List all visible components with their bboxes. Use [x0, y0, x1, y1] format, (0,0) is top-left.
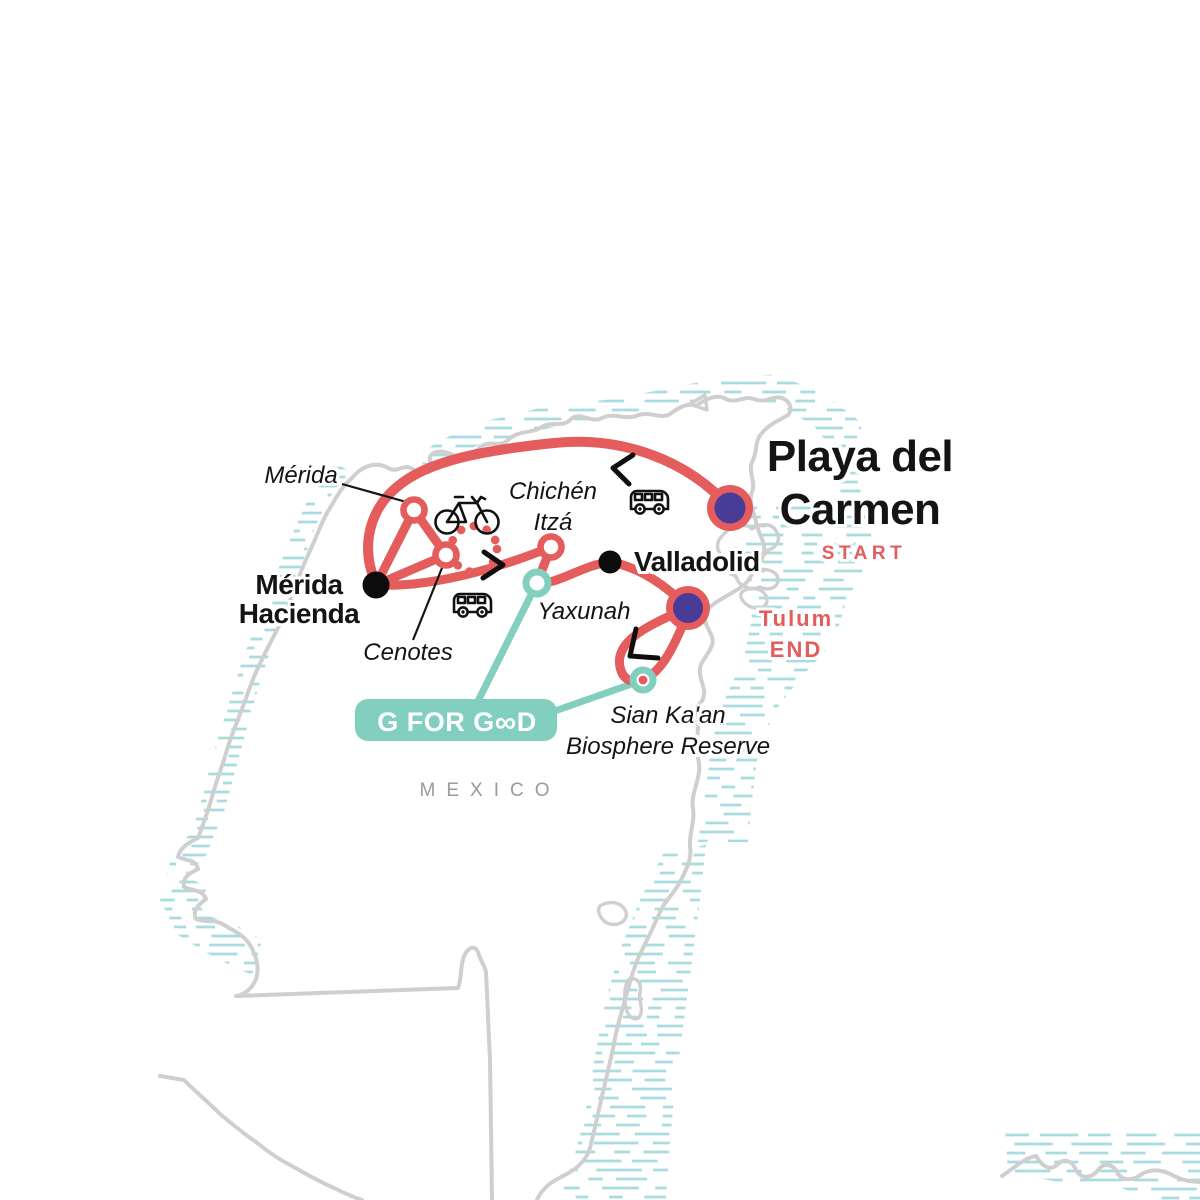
g-for-good-connectors: [475, 579, 647, 716]
label-valladolid: Valladolid: [634, 546, 760, 577]
label-playa-del-carmen-line1: Playa del: [766, 432, 954, 481]
label-sian-kaan-line2: Biosphere Reserve: [565, 733, 771, 760]
leader-merida: [341, 482, 411, 505]
marker-valladolid: [598, 550, 622, 574]
direction-arrow-icon: [480, 549, 506, 581]
label-merida: Mérida: [264, 462, 338, 489]
label-sian-kaan-line1: Sian Ka'an: [610, 702, 726, 729]
marker-merida: [400, 496, 428, 524]
direction-arrows: [480, 452, 661, 661]
lagoon-northeast: [715, 523, 781, 591]
coastline-gulf-west: [176, 476, 354, 998]
water-hatch-southeast: [1005, 1133, 1200, 1200]
coastline-southeast: [1000, 1154, 1200, 1184]
direction-arrow-icon: [627, 626, 661, 661]
marker-yaxunah: [522, 568, 552, 598]
end-tag: END: [769, 637, 823, 662]
marker-merida-hacienda: [362, 571, 390, 599]
marker-cenotes: [432, 541, 460, 569]
label-chichen-line1: Chichén: [508, 478, 598, 505]
route-hacienda-to-chichen: [371, 542, 556, 590]
g-for-good-prefix: G FOR G: [377, 707, 495, 737]
islet-northeast-notch: [688, 393, 709, 412]
stop-markers: [362, 485, 753, 694]
g-for-good-suffix: D: [516, 707, 537, 737]
border-southwest: [158, 1074, 364, 1200]
bicycle-icon: [434, 495, 500, 535]
label-chichen-line2: Itzá: [533, 509, 573, 536]
label-chichen-itza: Chichén Itzá: [509, 476, 597, 538]
label-yaxunah: Yaxunah: [537, 598, 631, 625]
label-cenotes: Cenotes: [363, 639, 453, 666]
border-lines: [234, 945, 494, 1200]
island-belize-2: [622, 977, 644, 1021]
label-tulum: Tulum: [758, 606, 834, 631]
label-merida-hacienda: Mérida Hacienda: [239, 570, 360, 628]
label-playa-del-carmen-line2: Carmen: [779, 485, 941, 534]
label-tulum-end: Tulum END: [759, 603, 833, 665]
g-for-good-label: G FOR G∞D: [377, 706, 536, 740]
bus-icon: [629, 489, 670, 515]
label-country-mexico: MEXICO: [419, 780, 561, 801]
label-sian-kaan: Sian Ka'an Biosphere Reserve: [566, 700, 770, 762]
teal-line-yaxunah: [475, 579, 541, 703]
infinity-icon: ∞: [494, 706, 517, 739]
route-pdc-to-hacienda: [363, 436, 735, 588]
label-merida-hacienda-line2: Hacienda: [238, 598, 360, 629]
bus-icon: [452, 592, 493, 618]
island-belize-1: [597, 900, 628, 927]
label-playa-del-carmen: Playa del Carmen: [766, 430, 954, 536]
marker-start-playa-del-carmen: [707, 485, 753, 531]
marker-sian-kaan-dot: [638, 675, 648, 685]
coastline: [158, 393, 1200, 1200]
g-for-good-badge: [355, 699, 557, 741]
label-merida-hacienda-line1: Mérida: [255, 569, 343, 600]
marker-chichen-itza: [537, 533, 565, 561]
start-tag: START: [821, 543, 907, 564]
teal-line-siankaan: [548, 676, 647, 716]
route-merida-triangle: [371, 505, 451, 590]
route-tulum-siankaan-loop: [614, 603, 693, 686]
leader-cenotes: [411, 562, 446, 641]
lagoon-small: [739, 586, 769, 611]
marker-end-tulum: [666, 586, 710, 630]
direction-arrow-icon: [610, 452, 636, 487]
